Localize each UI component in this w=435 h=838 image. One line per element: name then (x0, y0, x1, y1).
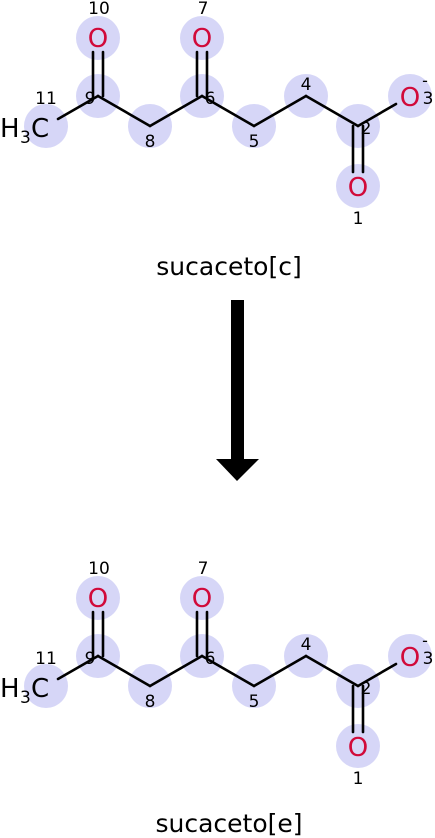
atom-number-11: 11 (35, 649, 57, 669)
atom-number-9: 9 (85, 89, 96, 109)
arrow-shaft (231, 300, 244, 462)
atom-number-5: 5 (249, 692, 260, 712)
atom-number-6: 6 (205, 89, 216, 109)
atom-number-4: 4 (301, 635, 312, 655)
atom-number-3: 3 (423, 649, 434, 669)
atom-number-8: 8 (145, 692, 156, 712)
negative-charge: - (422, 71, 428, 90)
oxygen-atom-1: O (348, 733, 368, 763)
atom-number-8: 8 (145, 132, 156, 152)
methyl-c: C (31, 674, 49, 704)
oxygen-atom-10: O (88, 584, 108, 614)
negative-charge: - (422, 631, 428, 650)
atom-number-7: 7 (198, 559, 209, 579)
atom-number-2: 2 (361, 119, 372, 139)
atom-number-1: 1 (353, 209, 364, 229)
reactant-name: sucaceto[c] (156, 252, 301, 281)
methyl-h: H (0, 114, 20, 144)
atom-number-7: 7 (198, 0, 209, 19)
methyl-h: H (0, 674, 20, 704)
atom-number-9: 9 (85, 649, 96, 669)
atom-number-10: 10 (88, 559, 110, 579)
oxygen-atom-7: O (192, 584, 212, 614)
oxygen-atom-1: O (348, 173, 368, 203)
atom-number-5: 5 (249, 132, 260, 152)
atom-number-2: 2 (361, 679, 372, 699)
methyl-subscript: 3 (20, 688, 31, 708)
arrow-head (216, 459, 259, 481)
product-name: sucaceto[e] (155, 809, 302, 838)
reactant-molecule: O O O O - H 3 C 10 7 11 9 6 4 3 8 5 2 1 (0, 0, 433, 229)
atom-number-6: 6 (205, 649, 216, 669)
atom-number-3: 3 (423, 89, 434, 109)
atom-number-11: 11 (35, 89, 57, 109)
methyl-c: C (31, 114, 49, 144)
atom-number-10: 10 (88, 0, 110, 19)
methyl-subscript: 3 (20, 128, 31, 148)
oxygen-atom-3: O (400, 83, 420, 113)
atom-number-1: 1 (353, 769, 364, 789)
atom-number-4: 4 (301, 75, 312, 95)
oxygen-atom-3: O (400, 643, 420, 673)
reaction-arrow (216, 300, 259, 481)
oxygen-atom-7: O (192, 24, 212, 54)
oxygen-atom-10: O (88, 24, 108, 54)
product-molecule: O O O O - H 3 C 10 7 11 9 6 4 3 8 5 2 1 (0, 559, 433, 789)
